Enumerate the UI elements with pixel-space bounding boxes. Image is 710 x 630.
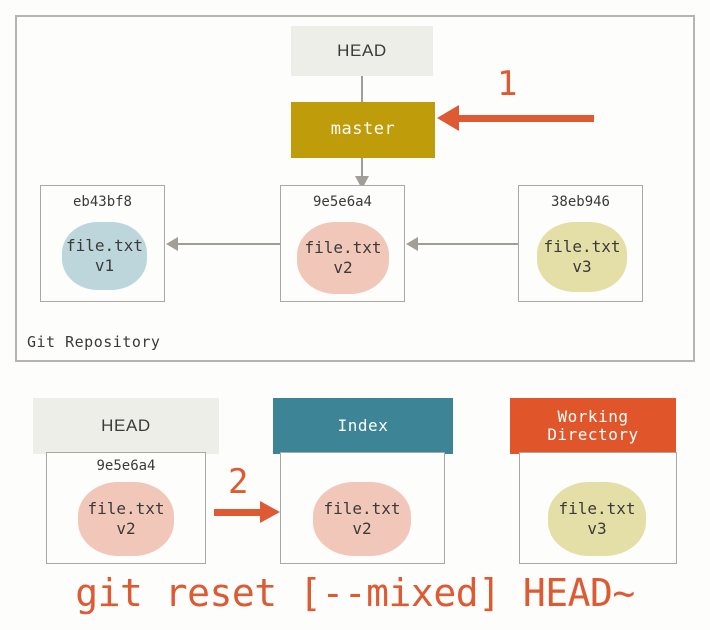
index-blob: file.txt v2 (313, 482, 411, 556)
blob-filename: file.txt (543, 237, 621, 256)
step-1-number: 1 (497, 64, 518, 104)
blob-filename: file.txt (304, 238, 382, 257)
head-tree-hash: 9e5e6a4 (96, 458, 156, 474)
step-1-arrow-shaft (458, 115, 594, 122)
blob-eb43bf8: file.txt v1 (62, 222, 147, 290)
step-1-arrow-head (437, 105, 459, 131)
parent-link-2-to-1-arrowhead (166, 237, 178, 251)
index-title: Index (337, 416, 389, 436)
head-ref-label: HEAD (337, 41, 387, 61)
blob-filename: file.txt (558, 499, 636, 518)
blob-filename: file.txt (87, 499, 165, 518)
blob-version: v2 (333, 258, 353, 277)
step-2-number: 2 (228, 462, 249, 502)
head-tree-blob: file.txt v2 (78, 482, 174, 556)
working-directory-title-box: Working Directory (510, 398, 676, 454)
head-tree-title: HEAD (101, 416, 151, 436)
index-title-box: Index (273, 398, 453, 454)
commit-hash-38eb946: 38eb946 (550, 194, 610, 210)
parent-link-3-to-2 (418, 243, 518, 245)
step-2-arrow-shaft (214, 509, 262, 516)
head-ref-box: HEAD (291, 26, 433, 76)
parent-link-3-to-2-arrowhead (406, 237, 418, 251)
working-directory-title-line-1: Working (557, 407, 629, 427)
command-caption: git reset [--mixed] HEAD~ (75, 571, 635, 615)
blob-version: v3 (572, 257, 592, 276)
blob-38eb946: file.txt v3 (537, 222, 627, 292)
blob-filename: file.txt (65, 236, 144, 255)
blob-filename: file.txt (323, 499, 401, 518)
parent-link-2-to-1 (178, 243, 280, 245)
working-directory-title-line-2: Directory (547, 425, 639, 444)
blob-9e5e6a4: file.txt v2 (297, 222, 389, 294)
blob-version: v3 (587, 519, 607, 538)
working-directory-blob: file.txt v3 (548, 482, 646, 556)
head-tree-title-box: HEAD (33, 398, 219, 454)
step-2-arrow-head (260, 501, 280, 523)
blob-version: v2 (116, 519, 136, 538)
git-repository-label: Git Repository (27, 333, 161, 351)
master-to-commit-line (361, 158, 363, 180)
blob-version: v1 (94, 256, 115, 275)
head-to-master-line (361, 76, 363, 102)
blob-version: v2 (352, 519, 372, 538)
master-branch-box: master (291, 102, 435, 158)
master-branch-label: master (330, 119, 396, 140)
commit-hash-9e5e6a4: 9e5e6a4 (312, 194, 372, 210)
commit-hash-eb43bf8: eb43bf8 (72, 194, 132, 210)
